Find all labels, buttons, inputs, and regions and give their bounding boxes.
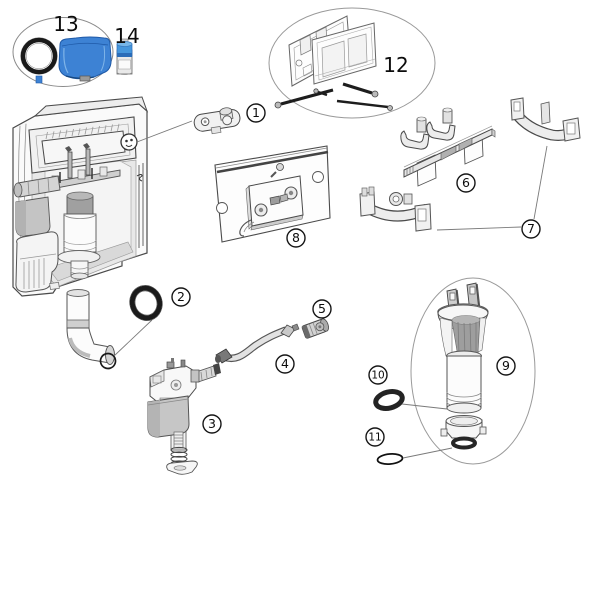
clip-rail-6: 6: [400, 107, 496, 193]
leader-10: [401, 403, 448, 410]
tank-foot: [15, 231, 60, 293]
flush-button-large: [321, 40, 346, 78]
bracket-top: [510, 97, 581, 142]
seal-ring-2: [129, 285, 163, 321]
blue-chip: [35, 75, 43, 84]
cistern-tank: [12, 96, 149, 297]
svg-text:1: 1: [252, 105, 260, 120]
flush-plate-kit-12: 12: [268, 7, 436, 119]
float-cup: [147, 395, 190, 438]
brand-logo-mark: [136, 174, 143, 182]
plate-notch-right: [312, 171, 324, 183]
fixing-screws: [274, 82, 393, 111]
svg-text:9: 9: [502, 358, 510, 373]
callout-2: 2: [171, 287, 191, 307]
svg-text:6: 6: [462, 175, 470, 190]
svg-text:5: 5: [318, 301, 326, 316]
oring: [376, 453, 404, 465]
cartridge-14: [116, 38, 133, 75]
label-14: 14: [114, 24, 139, 48]
bend-oring: [99, 352, 117, 370]
flex-hose-4: 4: [215, 323, 300, 374]
svg-text:2: 2: [177, 289, 185, 304]
gasket-ring: [373, 389, 405, 411]
flush-valve-9: 9: [410, 277, 536, 465]
callout-9: 9: [496, 356, 516, 376]
leader-7a: [533, 145, 548, 220]
protection-plate-8: 8: [214, 145, 331, 248]
flush-bend-part: 2: [66, 285, 191, 370]
valve-body: [437, 303, 489, 414]
valve-base-nut: [440, 415, 487, 450]
svg-text:11: 11: [368, 432, 381, 444]
insulation-cover-13: [58, 36, 112, 82]
flush-panel: [311, 22, 377, 85]
support-brackets-7: 7: [359, 97, 581, 239]
leader-7b: [436, 226, 522, 231]
kit-13-14-group: 13 14: [12, 12, 140, 87]
bracket-part-1: 1: [136, 103, 266, 143]
rail: [403, 125, 496, 187]
svg-text:10: 10: [371, 370, 384, 382]
svg-text:4: 4: [281, 356, 289, 371]
valve-shank-spring: [166, 431, 198, 475]
callout-10: 10: [368, 365, 388, 385]
callout-1: 1: [246, 103, 266, 123]
leader-2: [113, 319, 153, 357]
leader-1: [136, 120, 193, 143]
callout-8: 8: [286, 228, 306, 248]
label-13: 13: [53, 12, 78, 36]
valve-head: [149, 358, 221, 405]
leader-11: [402, 447, 453, 459]
oring-11: 11: [365, 427, 453, 465]
callout-3: 3: [202, 414, 222, 434]
hose-body: [223, 327, 287, 361]
fill-valve-3: 3: [147, 358, 222, 475]
callout-11: 11: [365, 427, 385, 447]
callout-7: 7: [521, 219, 541, 239]
callout-5: 5: [312, 299, 332, 319]
callout-6: 6: [456, 173, 476, 193]
plate-notch-left: [216, 202, 228, 214]
bracket-mount-hole: [120, 133, 138, 151]
inspection-box: [239, 175, 304, 237]
callout-4: 4: [275, 354, 295, 374]
label-12: 12: [383, 53, 408, 77]
clip-a: [400, 116, 430, 150]
service-opening-frame: [28, 116, 138, 174]
bracket-left: [359, 186, 432, 232]
svg-text:7: 7: [527, 221, 535, 236]
plate-screw: [276, 163, 284, 171]
tank-top-face: [33, 96, 149, 117]
internal-mechanism: [13, 143, 121, 280]
seal-ring-13: [20, 37, 58, 75]
svg-text:3: 3: [208, 416, 216, 431]
gasket-10: 10: [368, 365, 448, 411]
connector-5: 5: [301, 299, 332, 339]
svg-text:8: 8: [292, 230, 300, 245]
flush-button-small: [347, 33, 368, 68]
clip-b: [426, 107, 456, 141]
frame-ribs: [45, 123, 120, 140]
